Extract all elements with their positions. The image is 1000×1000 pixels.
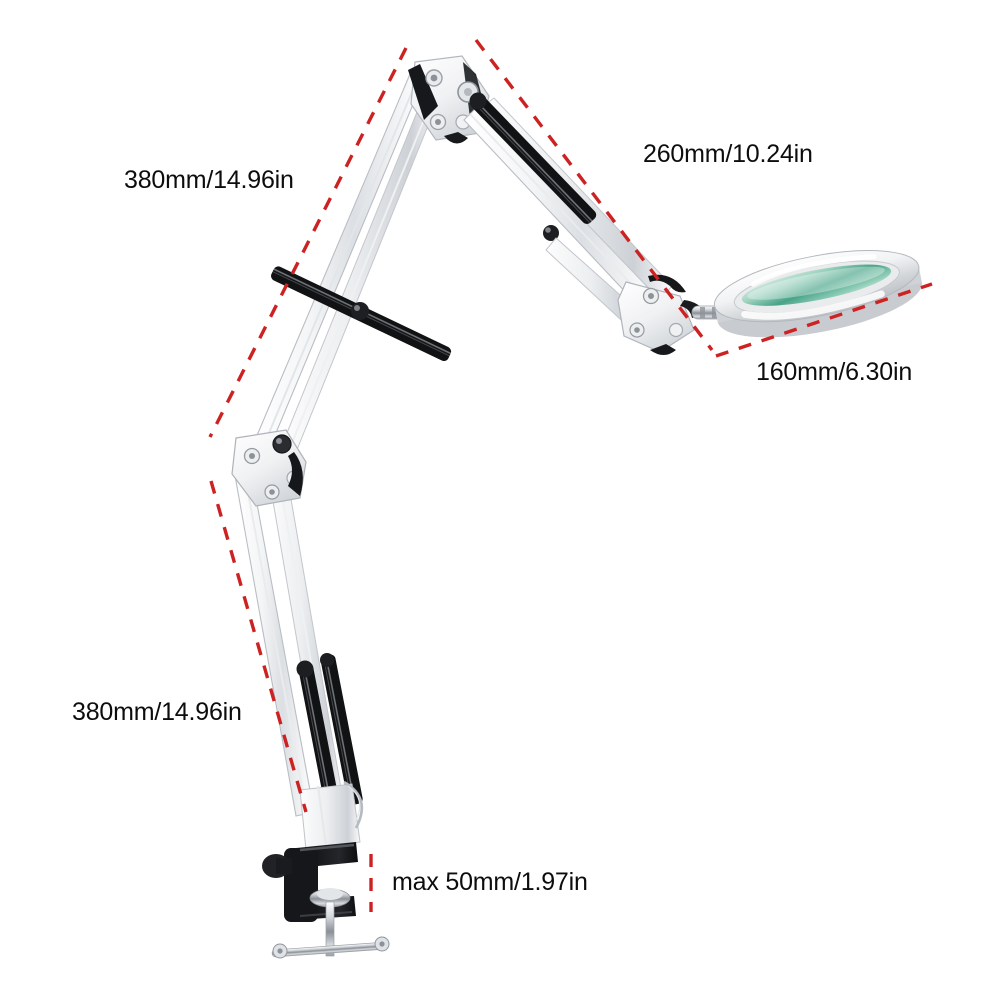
dimension-lines (208, 38, 933, 912)
dimension-line-lower-arm (209, 480, 308, 813)
lower-arm-springs (298, 654, 363, 813)
dimension-label-upper-arm: 380mm/14.96in (124, 166, 294, 194)
dimension-label-head-arm: 260mm/10.24in (643, 140, 813, 168)
dimension-label-lower-arm: 380mm/14.96in (72, 698, 242, 726)
dimension-label-lens: 160mm/6.30in (756, 358, 913, 386)
dimension-label-clamp: max 50mm/1.97in (392, 868, 588, 896)
dimension-line-head-arm (474, 38, 714, 352)
clamp-base (262, 780, 390, 959)
upper-arm-assembly (249, 73, 452, 463)
wrist-joint-bracket (617, 274, 737, 355)
clamp-t-handle (271, 936, 390, 959)
middle-arm-spring (470, 94, 597, 225)
dimension-line-upper-arm (208, 47, 408, 438)
lower-arm-assembly (233, 465, 363, 817)
elbow-joint-bracket (231, 429, 307, 507)
magnifier-lens-head (713, 250, 922, 338)
